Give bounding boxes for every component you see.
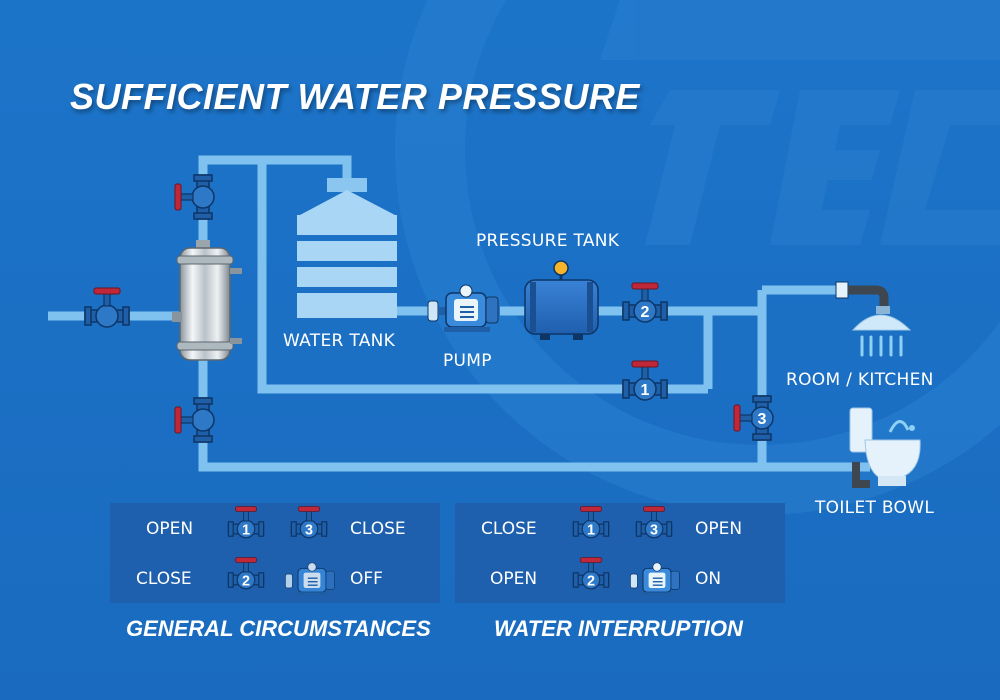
valve-3-number: 3 — [758, 411, 767, 428]
legend-interruption-icons: 1 3 2 — [572, 506, 681, 597]
svg-text:2: 2 — [242, 574, 250, 590]
valve-top-left[interactable] — [174, 174, 215, 220]
legend-general-valve-2-icon: 2 — [227, 556, 265, 590]
toilet-icon — [849, 407, 921, 488]
legend-interruption-panel: CLOSE OPEN OPEN ON 1 3 2 — [455, 503, 785, 603]
legend-interruption-row1-right: OPEN — [695, 519, 743, 539]
legend-general-caption: GENERAL CIRCUMSTANCES — [126, 616, 431, 641]
legend-interruption-caption: WATER INTERRUPTION — [494, 616, 743, 641]
shower-icon — [835, 281, 912, 357]
legend-interruption-row2-left: OPEN — [490, 569, 538, 589]
svg-text:2: 2 — [587, 574, 595, 590]
legend-interruption-valve-1-icon: 1 — [572, 506, 610, 539]
valve-inlet[interactable] — [84, 287, 130, 328]
valve-1-number: 1 — [641, 382, 650, 399]
stainless-filter — [172, 240, 242, 361]
legend-interruption-row1-left: CLOSE — [481, 519, 537, 539]
pressure-tank-graphic — [524, 260, 599, 340]
legend-general-pump-icon — [284, 562, 336, 597]
page-title: SUFFICIENT WATER PRESSURE — [70, 76, 640, 117]
pump-graphic — [427, 284, 499, 333]
legend-general-row1-left: OPEN — [146, 519, 194, 539]
pump-label: PUMP — [443, 351, 492, 371]
legend-interruption-row2-right: ON — [695, 569, 722, 589]
svg-text:3: 3 — [650, 523, 658, 539]
valve-1[interactable]: 1 — [622, 360, 668, 401]
legend-interruption-pump-icon — [629, 562, 681, 597]
water-tank-label: WATER TANK — [283, 331, 396, 351]
legend-general-row2-left: CLOSE — [136, 569, 192, 589]
svg-text:1: 1 — [242, 523, 250, 539]
valve-bottom-left[interactable] — [174, 397, 215, 443]
legend-general-panel: OPEN CLOSE CLOSE OFF 1 3 2 — [110, 503, 440, 603]
legend-general-valve-1-icon: 1 — [227, 506, 265, 539]
valve-2[interactable]: 2 — [622, 282, 668, 323]
legend-general-row1-right: CLOSE — [350, 519, 406, 539]
valve-3[interactable]: 3 — [733, 395, 774, 441]
legend-interruption-valve-2-icon: 2 — [572, 556, 610, 590]
water-tank-graphic — [297, 178, 397, 318]
legend-interruption-valve-3-icon: 3 — [635, 506, 673, 539]
valve-2-number: 2 — [641, 304, 650, 321]
legend-general-valve-3-icon: 3 — [290, 506, 328, 539]
legend-general-row2-right: OFF — [350, 569, 383, 589]
svg-text:1: 1 — [587, 523, 595, 539]
pressure-tank-label: PRESSURE TANK — [476, 231, 620, 251]
svg-text:3: 3 — [305, 523, 313, 539]
room-kitchen-label: ROOM / KITCHEN — [786, 370, 934, 390]
legend-general-icons: 1 3 2 — [227, 506, 336, 597]
toilet-bowl-label: TOILET BOWL — [815, 498, 935, 518]
